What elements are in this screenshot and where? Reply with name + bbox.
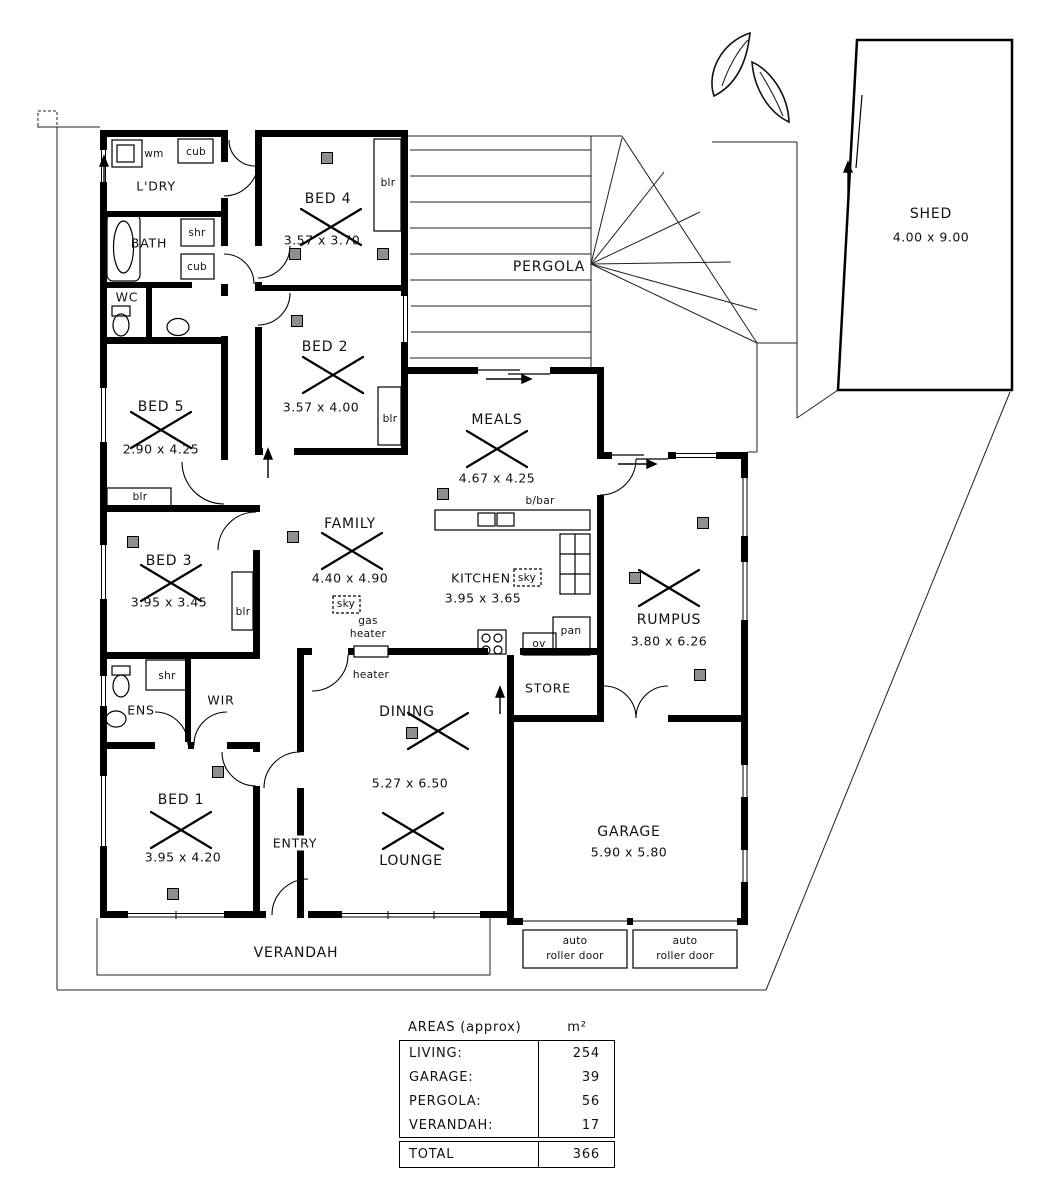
label-lounge: LOUNGE (379, 853, 443, 869)
label-bed1-dims: 3.95 x 4.20 (144, 849, 222, 865)
label-pantry: pan (560, 625, 582, 637)
label-shed: SHED (909, 206, 953, 222)
label-roller-door-1b: roller door (546, 950, 604, 962)
label-bed5: BED 5 (137, 399, 185, 415)
label-family-dims: 4.40 x 4.90 (311, 570, 389, 586)
label-pergola: PERGOLA (509, 259, 589, 275)
label-kitchen-sky: sky (517, 572, 537, 584)
site-boundary (37, 110, 1011, 991)
table-row: LIVING: 254 (400, 1041, 614, 1065)
label-family-sky: sky (336, 598, 356, 610)
label-washing-machine: wm (144, 148, 164, 160)
label-bath-shr: shr (188, 227, 206, 239)
row-value: 39 (538, 1065, 614, 1089)
label-dining: DINING (379, 704, 435, 720)
label-bed5-dims: 2.90 x 4.25 (122, 441, 200, 457)
label-entry: ENTRY (269, 835, 321, 851)
label-oven: ov (532, 638, 546, 650)
verandah-outline (96, 918, 491, 976)
label-bed4: BED 4 (304, 191, 352, 207)
row-value: 56 (538, 1089, 614, 1113)
total-label: TOTAL (409, 1147, 455, 1162)
label-wc: WC (115, 289, 139, 305)
table-row: VERANDAH: 17 (400, 1113, 614, 1137)
label-breakfast-bar: b/bar (525, 495, 555, 507)
areas-table: AREAS (approx) m² LIVING: 254 GARAGE: 39… (399, 1014, 615, 1168)
label-gas-heater-1: gas (358, 615, 378, 627)
label-bed2-blr: blr (382, 413, 398, 425)
tree-icon (711, 31, 790, 124)
label-ensuite: ENS (127, 702, 155, 718)
label-bed1: BED 1 (157, 792, 205, 808)
label-rumpus-dims: 3.80 x 6.26 (630, 633, 708, 649)
windows (98, 150, 749, 921)
areas-table-header: AREAS (approx) m² (399, 1014, 615, 1040)
label-roller-door-2a: auto (672, 935, 698, 947)
table-row: GARAGE: 39 (400, 1065, 614, 1089)
areas-title: AREAS (approx) (408, 1019, 522, 1035)
label-meals-dims: 4.67 x 4.25 (458, 470, 536, 486)
label-dining-dims: 5.27 x 6.50 (371, 775, 449, 791)
label-wir: WIR (207, 692, 235, 708)
label-garage: GARAGE (597, 824, 661, 840)
label-bath: BATH (130, 235, 168, 251)
row-label: VERANDAH: (409, 1117, 494, 1133)
sliding-doors (478, 369, 668, 460)
pergola-roof-lines (408, 135, 758, 453)
label-family: FAMILY (324, 516, 376, 532)
row-label: PERGOLA: (409, 1093, 482, 1109)
label-kitchen-dims: 3.95 x 3.65 (444, 590, 522, 606)
total-value: 366 (538, 1142, 614, 1167)
areas-table-body: LIVING: 254 GARAGE: 39 PERGOLA: 56 VERAN… (399, 1040, 615, 1138)
label-meals: MEALS (471, 412, 523, 428)
label-laundry: L'DRY (136, 178, 176, 194)
label-verandah: VERANDAH (253, 945, 339, 961)
label-bed3-dims: 3.95 x 3.45 (130, 594, 208, 610)
direction-arrows (98, 154, 854, 714)
table-row: PERGOLA: 56 (400, 1089, 614, 1113)
label-rumpus: RUMPUS (636, 612, 702, 628)
label-shed-dims: 4.00 x 9.00 (892, 229, 970, 245)
ceiling-cross-marks (129, 207, 701, 851)
label-roller-door-1a: auto (562, 935, 588, 947)
label-roller-door-2b: roller door (656, 950, 714, 962)
row-value: 17 (538, 1113, 614, 1137)
label-gas-heater-2: heater (349, 628, 387, 640)
label-bath-cub: cub (187, 261, 207, 273)
label-bed3-blr: blr (235, 606, 251, 618)
label-bed3: BED 3 (145, 553, 193, 569)
label-store: STORE (525, 680, 571, 696)
label-bed2: BED 2 (301, 339, 349, 355)
areas-table-total: TOTAL 366 (399, 1141, 615, 1168)
walls (100, 130, 748, 925)
label-bed5-blr: blr (132, 491, 148, 503)
row-label: GARAGE: (409, 1069, 474, 1085)
row-label: LIVING: (409, 1045, 463, 1061)
label-bed4-dims: 3.57 x 3.70 (283, 232, 361, 248)
fixtures (105, 138, 738, 969)
label-kitchen: KITCHEN (451, 570, 511, 586)
label-ens-shr: shr (158, 670, 176, 682)
areas-unit: m² (567, 1019, 587, 1035)
downlight-squares (127, 152, 709, 900)
label-heater: heater (352, 669, 390, 681)
label-garage-dims: 5.90 x 5.80 (590, 844, 668, 860)
door-arcs (154, 139, 669, 916)
row-value: 254 (538, 1041, 614, 1065)
table-row-total: TOTAL 366 (400, 1142, 614, 1167)
label-bed2-dims: 3.57 x 4.00 (282, 399, 360, 415)
label-ldry-cub: cub (186, 146, 206, 158)
shed-outline (836, 38, 1014, 392)
label-bed4-blr: blr (380, 177, 396, 189)
